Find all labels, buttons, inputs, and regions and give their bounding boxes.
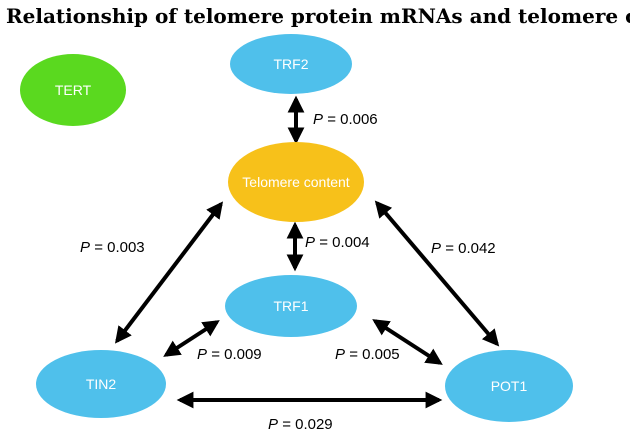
node-pot1-label: POT1 [491, 378, 528, 394]
node-telomere-content: Telomere content [228, 142, 364, 222]
p-value-trf2-telomere: P = 0.006 [313, 111, 378, 128]
p-value-telomere-tin2: P = 0.003 [80, 239, 145, 256]
node-trf1-label: TRF1 [274, 298, 309, 314]
p-value-trf1-pot1: P = 0.005 [335, 346, 400, 363]
node-telomere-content-label: Telomere content [242, 174, 350, 190]
node-trf2: TRF2 [230, 34, 352, 94]
node-tert: TERT [20, 54, 126, 126]
diagram-title: Relationship of telomere protein mRNAs a… [6, 4, 630, 28]
p-value-trf1-tin2: P = 0.009 [197, 346, 262, 363]
p-value-telomere-trf1: P = 0.004 [305, 234, 370, 251]
node-tin2-label: TIN2 [86, 376, 117, 392]
node-trf2-label: TRF2 [274, 56, 309, 72]
edge-telomere-pot1 [374, 200, 500, 347]
node-tin2: TIN2 [36, 350, 166, 418]
edge-trf1-tin2 [163, 320, 220, 357]
node-trf1: TRF1 [225, 275, 357, 337]
edges [114, 95, 500, 409]
edge-trf1-pot1 [372, 319, 443, 365]
node-pot1: POT1 [445, 350, 573, 422]
p-value-tin2-pot1: P = 0.029 [268, 416, 333, 433]
edge-telomere-tin2 [114, 201, 224, 344]
p-value-telomere-pot1: P = 0.042 [431, 240, 496, 257]
node-tert-label: TERT [55, 82, 92, 98]
